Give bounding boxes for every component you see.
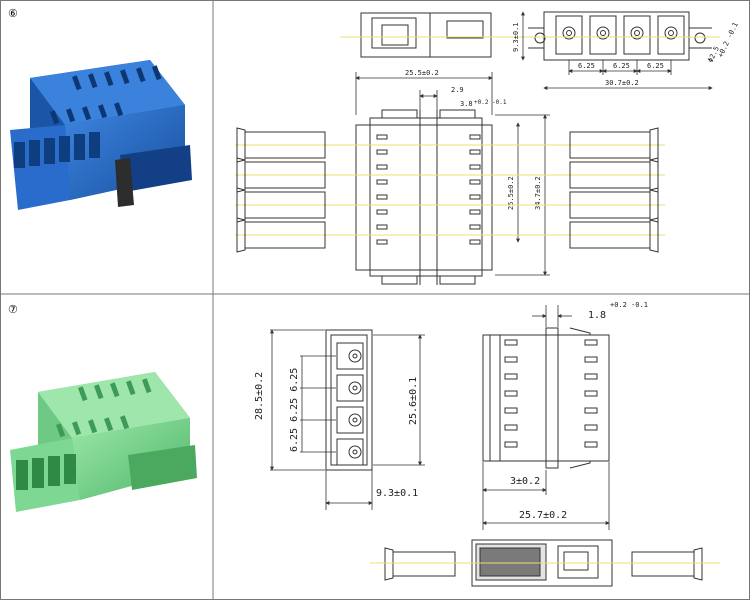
p6-pitch-a: 6.25 bbox=[578, 62, 595, 70]
p7-top-dims bbox=[482, 305, 610, 530]
p6-height-top: 9.3±0.1 bbox=[512, 22, 520, 52]
p6-pitch-c: 6.25 bbox=[647, 62, 664, 70]
p6-inner-height: 25.5±0.2 bbox=[507, 176, 515, 210]
p7-inner-height: 25.6±0.1 bbox=[408, 377, 419, 425]
p7-width: 9.3±0.1 bbox=[376, 488, 418, 499]
p6-dim-lines bbox=[355, 11, 713, 276]
p6-flange-thk-tol: +0.2 -0.1 bbox=[474, 99, 507, 106]
p6-top-view bbox=[355, 109, 493, 285]
p7-front-view bbox=[325, 329, 373, 471]
p7-side-view bbox=[384, 539, 703, 587]
p7-offset: 3±0.2 bbox=[510, 476, 540, 487]
p6-total-flange: 30.7±0.2 bbox=[605, 79, 639, 87]
p7-top-view bbox=[482, 327, 610, 469]
p6-flange-thk: 3.8 bbox=[460, 100, 473, 108]
p7-flange-thk: 1.8 bbox=[588, 310, 606, 321]
p7-outer-height: 28.5±0.2 bbox=[254, 372, 265, 420]
p6-hole-tol: +0.2 -0.1 bbox=[717, 21, 740, 59]
p6-outer-height: 34.7±0.2 bbox=[534, 176, 542, 210]
panel-6-number: ⑥ bbox=[8, 8, 18, 20]
p7-pitches: 6.25 6.25 6.25 bbox=[289, 368, 300, 452]
blue-adapter-photo bbox=[10, 60, 192, 210]
panel-7-number: ⑦ bbox=[8, 304, 18, 316]
green-adapter-photo bbox=[10, 372, 197, 512]
p7-flange-thk-tol: +0.2 -0.1 bbox=[610, 301, 648, 309]
p6-pitch-b: 6.25 bbox=[613, 62, 630, 70]
p6-dust-caps-left bbox=[236, 127, 326, 253]
p6-length: 25.5±0.2 bbox=[405, 69, 439, 77]
p6-front-view bbox=[528, 11, 712, 61]
p6-side-view bbox=[360, 12, 492, 58]
p6-dust-caps-right bbox=[569, 127, 659, 253]
p7-dim-lines bbox=[270, 329, 425, 510]
p7-length: 25.7±0.2 bbox=[519, 510, 567, 521]
p6-flange-offset: 2.9 bbox=[451, 86, 464, 94]
